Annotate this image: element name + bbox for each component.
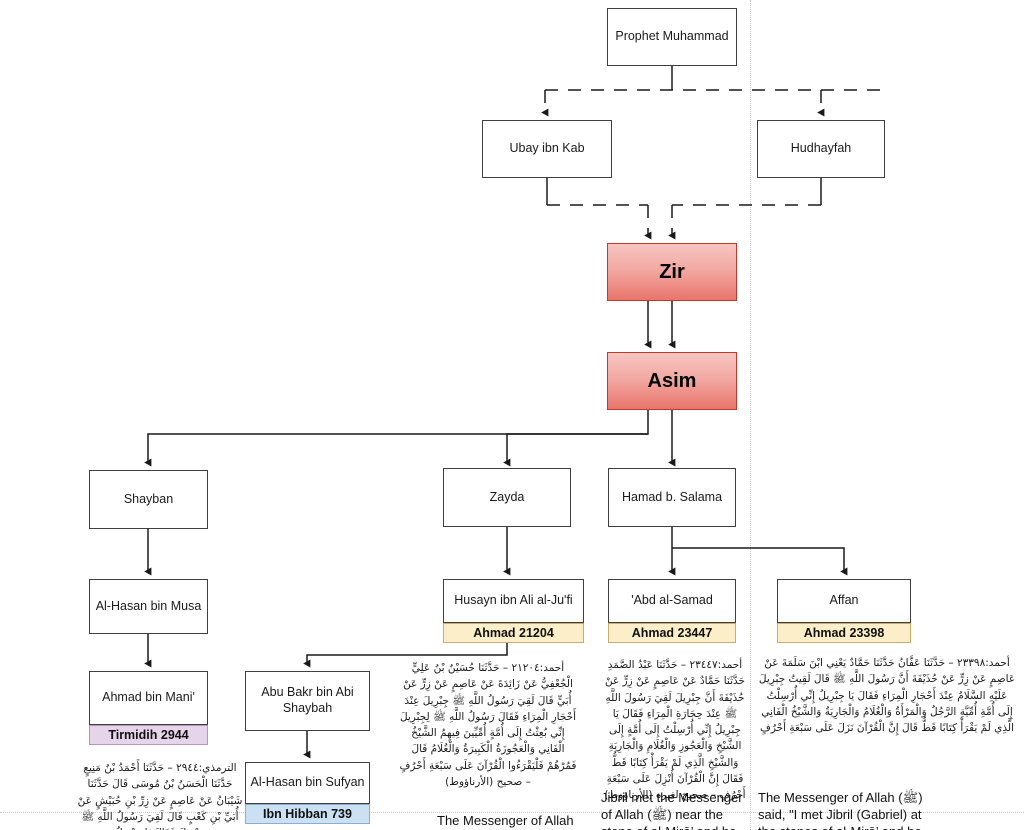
node-label: Zayda [489,489,525,504]
node-label: Abu Bakr bin Abi Shaybah [261,685,354,715]
page-guide-vertical [750,0,751,830]
node-zayda[interactable]: Zayda [443,468,571,527]
node-label: Affan [829,593,859,608]
node-label: Prophet Muhammad [615,29,729,44]
badge-ahmad-23398[interactable]: Ahmad 23398 [777,623,911,643]
node-label: Al-Hasan bin Sufyan [250,775,365,790]
english-translation-ahmad-23447: Jibril met the Messenger of Allah (ﷺ) ne… [601,790,743,830]
badge-label: Ahmad 23447 [631,626,713,640]
node-zir[interactable]: Zir [607,243,737,301]
node-label: Hamad b. Salama [621,489,723,504]
node-label: Asim [647,369,697,392]
badge-label: Tirmidih 2944 [108,728,189,742]
badge-label: Ibn Hibban 739 [263,807,352,821]
badge-tirmidih-2944[interactable]: Tirmidih 2944 [89,725,208,745]
edge-asim-zayda [503,433,648,467]
arabic-text-ahmad-23398: أحمد:٢٣٣٩٨ – حَدَّثَنَا عَفَّانُ حَدَّثَ… [758,657,1016,735]
node-label: Hudhayfah [790,141,852,156]
node-label: Zir [659,260,685,283]
node-label: Husayn ibn Ali al-Ju'fi [454,593,573,608]
english-translation-tirmidih: The Messenger of Allah [437,813,574,828]
arabic-text-ahmad-21204: أحمد:٢١٢٠٤ – حَدَّثَنَا حُسَيْنُ بْنُ عَ… [399,662,577,788]
badge-label: Ahmad 23398 [803,626,885,640]
page-guide-horizontal [0,812,1024,813]
node-hamad-b-salama[interactable]: Hamad b. Salama [608,468,736,527]
english-translation-ahmad-23398: The Messenger of Allah (ﷺ) said, "I met … [758,790,923,830]
node-shayban[interactable]: Shayban [89,470,208,529]
node-label: 'Abd al-Samad [631,593,713,608]
node-abd-al-samad[interactable]: 'Abd al-Samad [608,579,736,623]
badge-label: Ahmad 21204 [473,626,554,640]
node-prophet-muhammad[interactable]: Prophet Muhammad [607,8,737,66]
node-hudhayfah[interactable]: Hudhayfah [757,120,885,178]
arabic-text-tirmidih-2944: الترمذي:٢٩٤٤ – حَدَّثَنَا أَحْمَدُ بْنُ … [77,762,243,830]
node-husayn-ibn-ali-al-jufi[interactable]: Husayn ibn Ali al-Ju'fi [443,579,584,623]
node-asim[interactable]: Asim [607,352,737,410]
node-affan[interactable]: Affan [777,579,911,623]
node-abu-bakr-bin-abi-shaybah[interactable]: Abu Bakr bin Abi Shaybah [245,671,370,731]
node-label: Ahmad bin Mani' [102,690,195,705]
node-ubay-ibn-kab[interactable]: Ubay ibn Kab [482,120,612,178]
node-al-hasan-bin-sufyan[interactable]: Al-Hasan bin Sufyan [245,762,370,804]
edge-hamad-affan [672,547,848,576]
arabic-text-ahmad-23447: أحمد:٢٣٤٤٧ – حَدَّثَنَا عَبْدُ الصَّمَدِ… [604,659,746,802]
node-label: Shayban [123,491,174,506]
node-al-hasan-bin-musa[interactable]: Al-Hasan bin Musa [89,579,208,634]
node-ahmad-bin-mani[interactable]: Ahmad bin Mani' [89,671,208,725]
edge-asim-shayban [144,410,649,467]
node-label: Ubay ibn Kab [509,141,585,156]
badge-ibn-hibban-739[interactable]: Ibn Hibban 739 [245,804,370,824]
badge-ahmad-21204[interactable]: Ahmad 21204 [443,623,584,643]
badge-ahmad-23447[interactable]: Ahmad 23447 [608,623,736,643]
node-label: Al-Hasan bin Musa [95,598,202,613]
